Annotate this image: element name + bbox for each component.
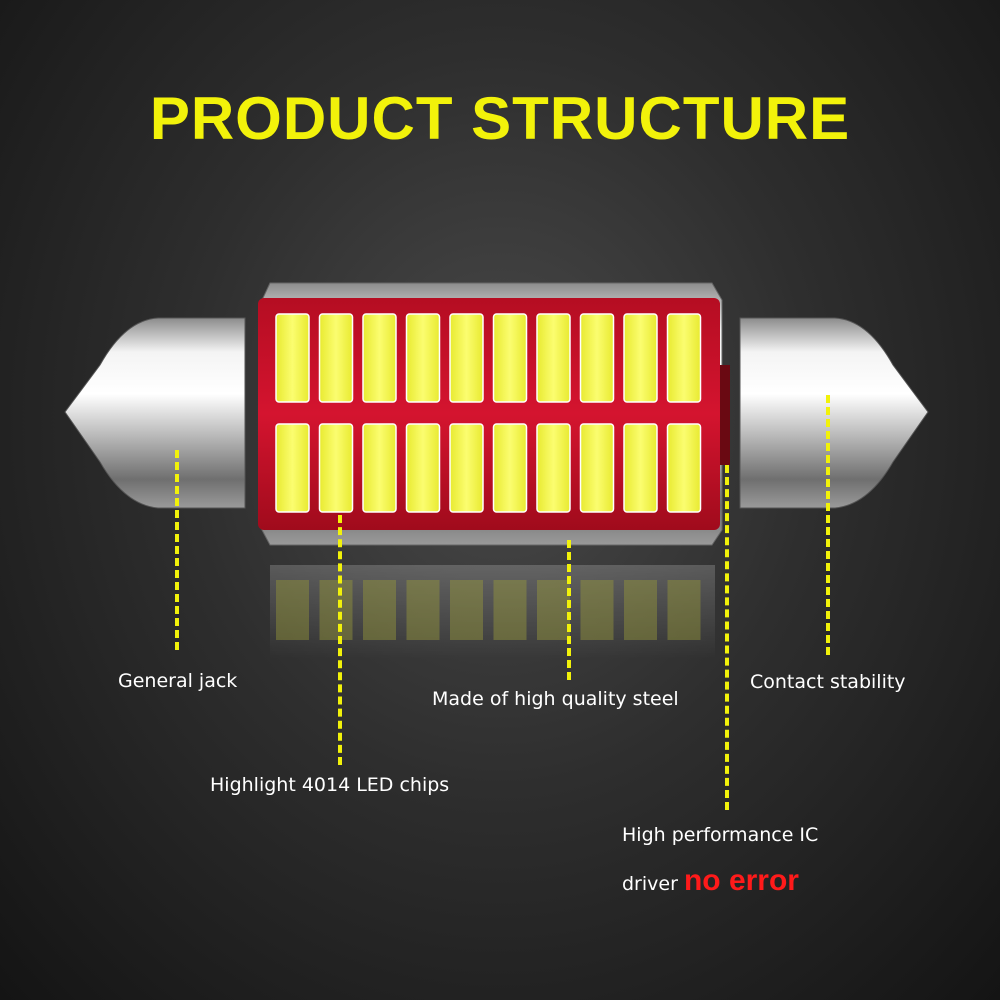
label-contact: Contact stability (750, 671, 906, 693)
led-chip (449, 423, 484, 513)
led-chip-reflection (667, 580, 701, 640)
label-ic-driver-line2: driver no error (622, 864, 799, 898)
right-end-cap (739, 317, 929, 509)
led-chip (362, 313, 397, 403)
led-chip-reflection (319, 580, 353, 640)
led-chip-reflection (580, 580, 614, 640)
led-chip-reflection (363, 580, 396, 640)
led-chip-reflection (493, 580, 527, 640)
leader-line-general-jack (175, 450, 179, 650)
label-led-chips: Highlight 4014 LED chips (210, 774, 450, 796)
label-ic-driver: High performance IC (622, 824, 819, 846)
leader-line-contact (826, 395, 830, 655)
led-chip-reflection (450, 580, 483, 640)
led-chip (492, 423, 528, 513)
led-chip-reflection (624, 580, 657, 640)
led-chip (318, 423, 354, 513)
label-general-jack: General jack (118, 670, 238, 692)
led-chip (623, 313, 658, 403)
leader-line-led-chips (338, 515, 342, 765)
led-chip-array (275, 313, 702, 513)
left-end-cap (64, 317, 246, 509)
page-title: PRODUCT STRUCTURE (149, 85, 851, 152)
label-driver-text: driver (622, 873, 678, 895)
led-chip-reflection (537, 580, 570, 640)
label-steel: Made of high quality steel (432, 688, 679, 710)
led-chip-reflection (406, 580, 440, 640)
led-chip (275, 423, 310, 513)
led-chip (362, 423, 397, 513)
led-chip (623, 423, 658, 513)
leader-line-ic-driver (725, 465, 729, 810)
bulb-reflection (270, 565, 715, 660)
led-chip (666, 313, 702, 403)
led-chip (405, 423, 441, 513)
ic-driver (720, 365, 730, 465)
led-chip (492, 313, 528, 403)
led-chip-reflection (276, 580, 309, 640)
leader-line-steel (567, 540, 571, 680)
led-chip (449, 313, 484, 403)
led-chip (318, 313, 354, 403)
led-chip (579, 423, 615, 513)
led-chip (579, 313, 615, 403)
led-chip (405, 313, 441, 403)
no-error-text: no error (683, 864, 799, 897)
led-chip (666, 423, 702, 513)
led-chip (536, 313, 571, 403)
led-chip (536, 423, 571, 513)
led-chip (275, 313, 310, 403)
